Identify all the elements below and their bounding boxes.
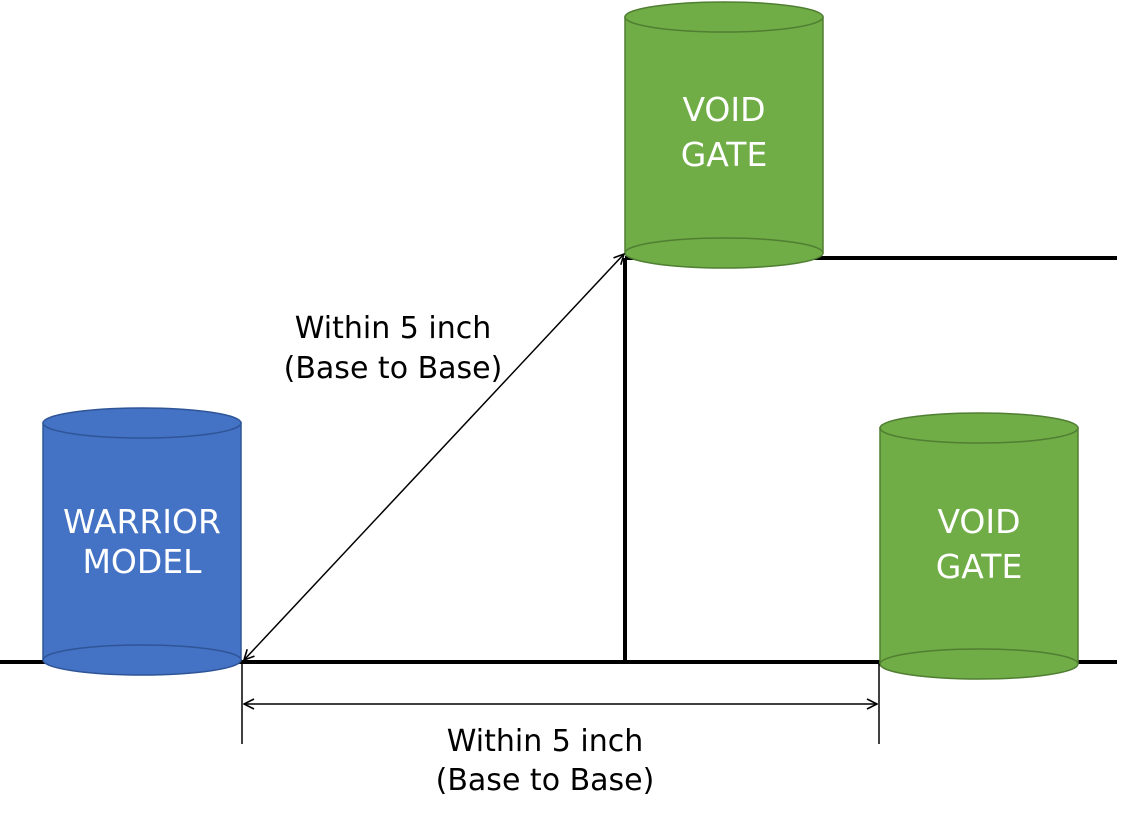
void-gate-lower-body	[879, 427, 1079, 680]
diagonal-measure-arrow	[244, 254, 624, 660]
warrior-label-line2: MODEL	[82, 542, 202, 581]
void-gate-lower-top	[879, 412, 1079, 444]
warrior-cylinder-top	[42, 407, 242, 439]
void-gate-lower-base-rim	[879, 648, 1079, 665]
diagonal-measure-label-line1: Within 5 inch	[295, 311, 491, 346]
void-gate-upper-top	[624, 1, 824, 33]
void-gate-upper-body	[624, 16, 824, 269]
warrior-cylinder-base-rim	[42, 644, 242, 661]
warrior-model-cylinder: WARRIOR MODEL	[42, 407, 242, 676]
void-gate-upper-label-line1: VOID	[682, 90, 765, 129]
void-gate-lower-label-line1: VOID	[937, 502, 1020, 541]
warrior-label-line1: WARRIOR	[63, 502, 221, 541]
void-gate-upper-cylinder: VOID GATE	[624, 1, 824, 269]
warrior-cylinder-body	[42, 422, 242, 676]
void-gate-lower-cylinder: VOID GATE	[879, 412, 1079, 680]
void-gate-upper-base-rim	[624, 237, 824, 254]
horizontal-measure-label-line1: Within 5 inch	[447, 724, 643, 759]
void-gate-lower-label-line2: GATE	[936, 547, 1023, 586]
diagonal-measure-label-line2: (Base to Base)	[284, 351, 503, 386]
horizontal-measure-label-line2: (Base to Base)	[436, 763, 655, 798]
void-gate-upper-label-line2: GATE	[681, 135, 768, 174]
